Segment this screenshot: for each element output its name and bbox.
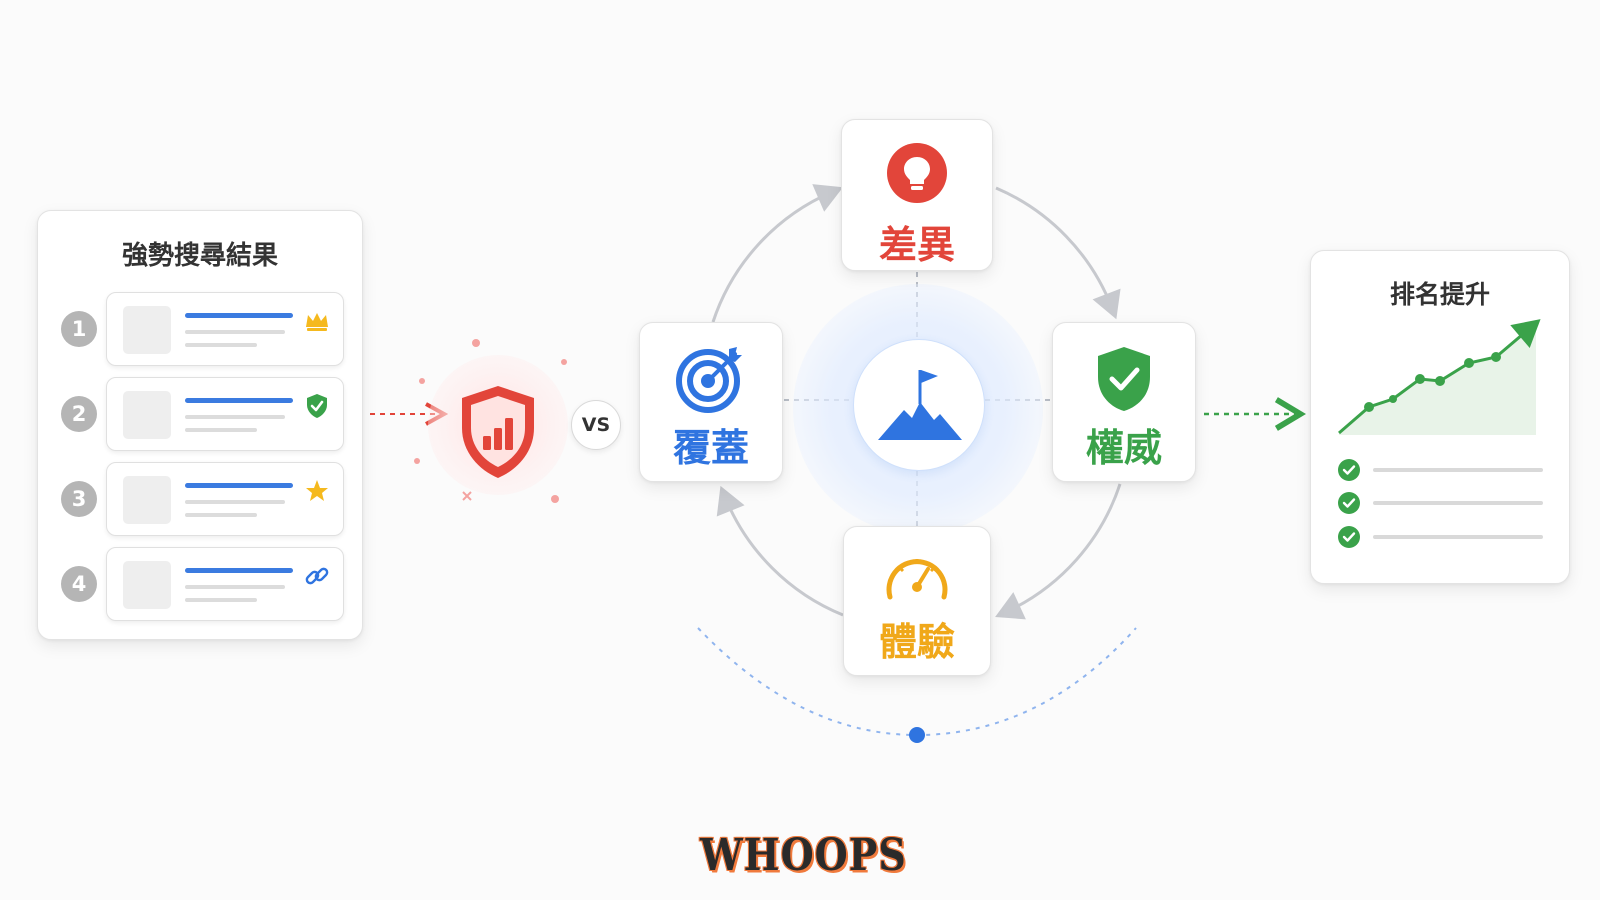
check-circle-icon [1338, 492, 1360, 514]
shield-check-icon [307, 394, 327, 418]
flow-arc-top-right [995, 186, 1121, 320]
rank-number: 1 [61, 311, 97, 347]
thumbnail-placeholder [123, 391, 171, 439]
text-line [185, 415, 285, 419]
result-item: 2 [38, 377, 364, 451]
flow-arc-bottom-left [716, 485, 844, 617]
target-icon [676, 347, 742, 413]
vs-badge: VS [571, 400, 621, 450]
node-label: 權威 [1085, 426, 1162, 470]
sparkle-dot [414, 458, 420, 464]
strong-search-results-panel: 強勢搜尋結果 1 2 3 [37, 210, 363, 640]
checklist-item [1337, 525, 1547, 549]
flow-arc-top-left [711, 184, 844, 323]
title-line [185, 313, 293, 318]
shield-chart-icon [462, 386, 534, 478]
sparkle-dot [551, 495, 559, 503]
sparkle-x [462, 491, 472, 501]
thumbnail-placeholder [123, 561, 171, 609]
rank-number: 3 [61, 481, 97, 517]
speedometer-icon [886, 559, 948, 600]
lightbulb-icon [887, 143, 947, 203]
title-line [185, 398, 293, 403]
whoops-logo: WHOOPS [700, 828, 907, 881]
title-line [185, 568, 293, 573]
text-line [185, 598, 257, 602]
text-line [1373, 535, 1543, 539]
node-label: 體驗 [878, 620, 955, 664]
result-card [106, 547, 344, 621]
sparkle-dot [472, 339, 480, 347]
result-item: 4 [38, 547, 364, 621]
center-goal-circle [853, 339, 985, 471]
node-differentiation: 差異 [841, 119, 993, 271]
text-line [1373, 501, 1543, 505]
ranking-improvement-panel: 排名提升 [1310, 250, 1570, 584]
node-authority: 權威 [1052, 322, 1196, 482]
node-experience: 體驗 [843, 526, 991, 676]
text-line [185, 343, 257, 347]
checklist-item [1337, 491, 1547, 515]
shield-check-icon [1098, 347, 1150, 411]
text-line [185, 500, 285, 504]
rising-line-chart-icon [1338, 319, 1541, 435]
text-line [1373, 468, 1543, 472]
sparkle-dot [561, 359, 567, 365]
mountain-flag-icon [878, 370, 962, 440]
node-coverage: 覆蓋 [639, 322, 783, 482]
title-line [185, 483, 293, 488]
node-label: 覆蓋 [672, 426, 749, 470]
thumbnail-placeholder [123, 476, 171, 524]
panel-title: 排名提升 [1389, 280, 1490, 309]
thumbnail-placeholder [123, 306, 171, 354]
result-card [106, 292, 344, 366]
result-card [106, 462, 344, 536]
text-line [185, 428, 257, 432]
star-icon [306, 480, 328, 501]
crown-icon [306, 313, 328, 331]
result-item: 1 [38, 292, 364, 366]
panel-title: 強勢搜尋結果 [121, 241, 278, 271]
check-circle-icon [1338, 459, 1360, 481]
check-circle-icon [1338, 526, 1360, 548]
checklist-item [1337, 458, 1547, 482]
node-label: 差異 [878, 223, 955, 267]
flow-arc-bottom-right [995, 483, 1122, 620]
result-item: 3 [38, 462, 364, 536]
text-line [185, 513, 257, 517]
text-line [185, 330, 285, 334]
result-card [106, 377, 344, 451]
link-icon [305, 567, 329, 585]
rank-number: 2 [61, 396, 97, 432]
orbit-dot [909, 727, 925, 743]
rank-number: 4 [61, 566, 97, 602]
sparkle-dot [419, 378, 425, 384]
text-line [185, 585, 285, 589]
